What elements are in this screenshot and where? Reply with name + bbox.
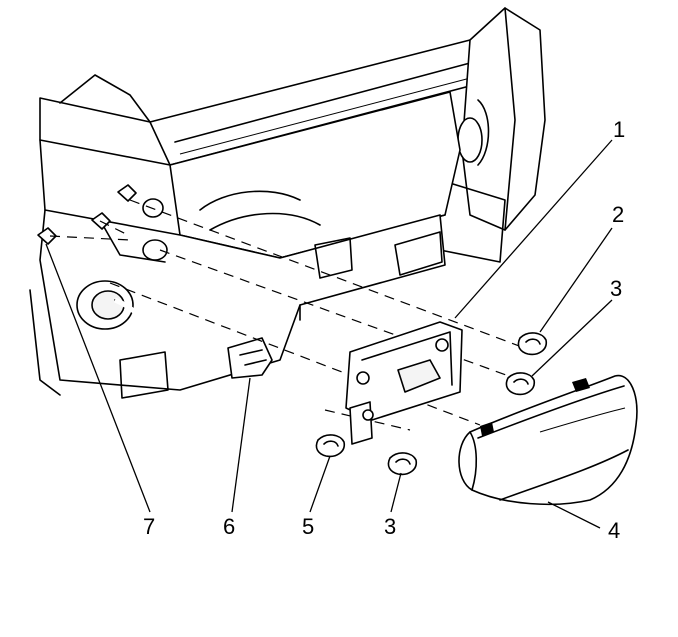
callout-7: 7 bbox=[143, 514, 155, 539]
callout-1: 1 bbox=[613, 117, 625, 142]
wiring-harness bbox=[114, 297, 236, 361]
callout-5: 5 bbox=[302, 514, 314, 539]
harness-connector bbox=[227, 337, 273, 379]
nut-upper bbox=[517, 332, 548, 356]
nut-bracket bbox=[315, 434, 346, 458]
callout-3-upper: 3 bbox=[610, 276, 622, 301]
lamp-mounting-bracket bbox=[345, 321, 463, 445]
rear-body-structure bbox=[29, 7, 546, 399]
nut-middle bbox=[505, 372, 536, 396]
tail-lamp-assembly bbox=[458, 374, 638, 506]
callout-4: 4 bbox=[608, 518, 620, 543]
callout-labels: 1 2 3 4 3 5 6 7 bbox=[143, 117, 625, 543]
nut-lower bbox=[387, 452, 418, 476]
callout-leaders bbox=[45, 139, 613, 529]
callout-3-lower: 3 bbox=[384, 514, 396, 539]
callout-6: 6 bbox=[223, 514, 235, 539]
callout-2: 2 bbox=[612, 202, 624, 227]
